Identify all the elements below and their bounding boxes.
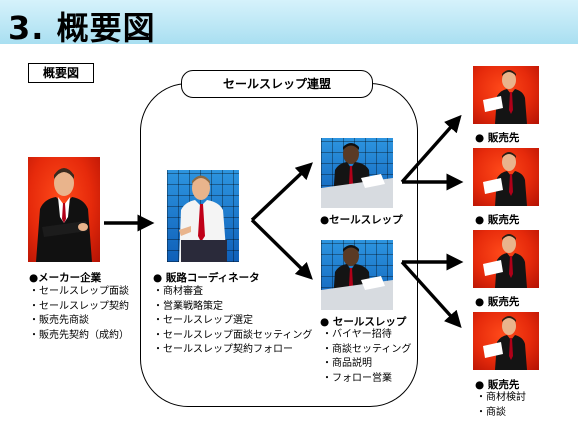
businessman-reading-icon <box>483 316 527 370</box>
buyer-photo-1 <box>473 66 539 124</box>
list-item: ・セールスレップ選定 <box>153 315 253 327</box>
buyer-label-2: ● 販売先 <box>475 214 520 226</box>
businessman-at-desk-icon <box>321 143 393 208</box>
buyer-photo-4 <box>473 312 539 370</box>
coordinator-photo <box>167 170 239 262</box>
businessman-reading-icon <box>483 152 527 206</box>
rep-bottom-photo <box>321 240 393 310</box>
rep-bottom-item-list: ・バイヤー招待 ・商談セッティング ・商品説明 ・フォロー営業 <box>322 328 411 386</box>
list-item: ・商談 <box>476 406 506 418</box>
diagram-tag: 概要図 <box>28 63 94 83</box>
list-item: ・販売先商談 <box>29 315 89 327</box>
list-item: ・販売先契約（成約） <box>29 329 129 341</box>
panel-title: セールスレップ連盟 <box>181 70 373 98</box>
maker-label: ●メーカー企業 <box>29 272 102 284</box>
businessman-reading-icon <box>483 234 527 288</box>
rep-top-label: ●セールスレップ <box>320 214 403 226</box>
coordinator-item-list: ・商材審査 ・営業戦略策定 ・セールスレップ選定 ・セールスレップ面談セッティン… <box>153 285 312 358</box>
list-item: ・営業戦略策定 <box>153 300 223 312</box>
buyer-label-4: ● 販売先 <box>475 379 520 391</box>
list-item: ・セールスレップ面談 <box>29 286 129 297</box>
list-item: ・商談セッティング <box>322 343 412 355</box>
list-item: ・商材検討 <box>476 392 526 403</box>
list-item: ・商材審査 <box>153 286 203 297</box>
maker-photo <box>28 157 100 262</box>
list-item: ・セールスレップ面談セッティング <box>153 329 313 341</box>
businessman-at-desk-icon <box>321 245 393 310</box>
list-item: ・セールスレップ契約 <box>29 300 129 312</box>
list-item: ・セールスレップ契約フォロー <box>153 344 293 356</box>
page-title: 3. 概要図 <box>8 9 156 47</box>
title-bar <box>0 0 578 44</box>
coordinator-label: ● 販路コーディネータ <box>153 272 260 284</box>
businessman-reading-icon <box>483 70 527 124</box>
list-item: ・商品説明 <box>322 358 372 370</box>
buyer-photo-3 <box>473 230 539 288</box>
rep-bottom-label: ● セールスレップ <box>320 316 407 328</box>
list-item: ・フォロー営業 <box>322 372 392 384</box>
buyer-label-3: ● 販売先 <box>475 296 520 308</box>
list-item: ・バイヤー招待 <box>322 329 392 340</box>
buyer-label-1: ● 販売先 <box>475 132 520 144</box>
buyer-photo-2 <box>473 148 539 206</box>
maker-item-list: ・セールスレップ面談 ・セールスレップ契約 ・販売先商談 ・販売先契約（成約） <box>29 285 129 343</box>
buyer-item-list: ・商材検討 ・商談 <box>476 391 526 420</box>
businessman-arms-crossed-icon <box>36 168 92 262</box>
rep-top-photo <box>321 138 393 208</box>
businessman-standing-icon <box>179 175 227 262</box>
